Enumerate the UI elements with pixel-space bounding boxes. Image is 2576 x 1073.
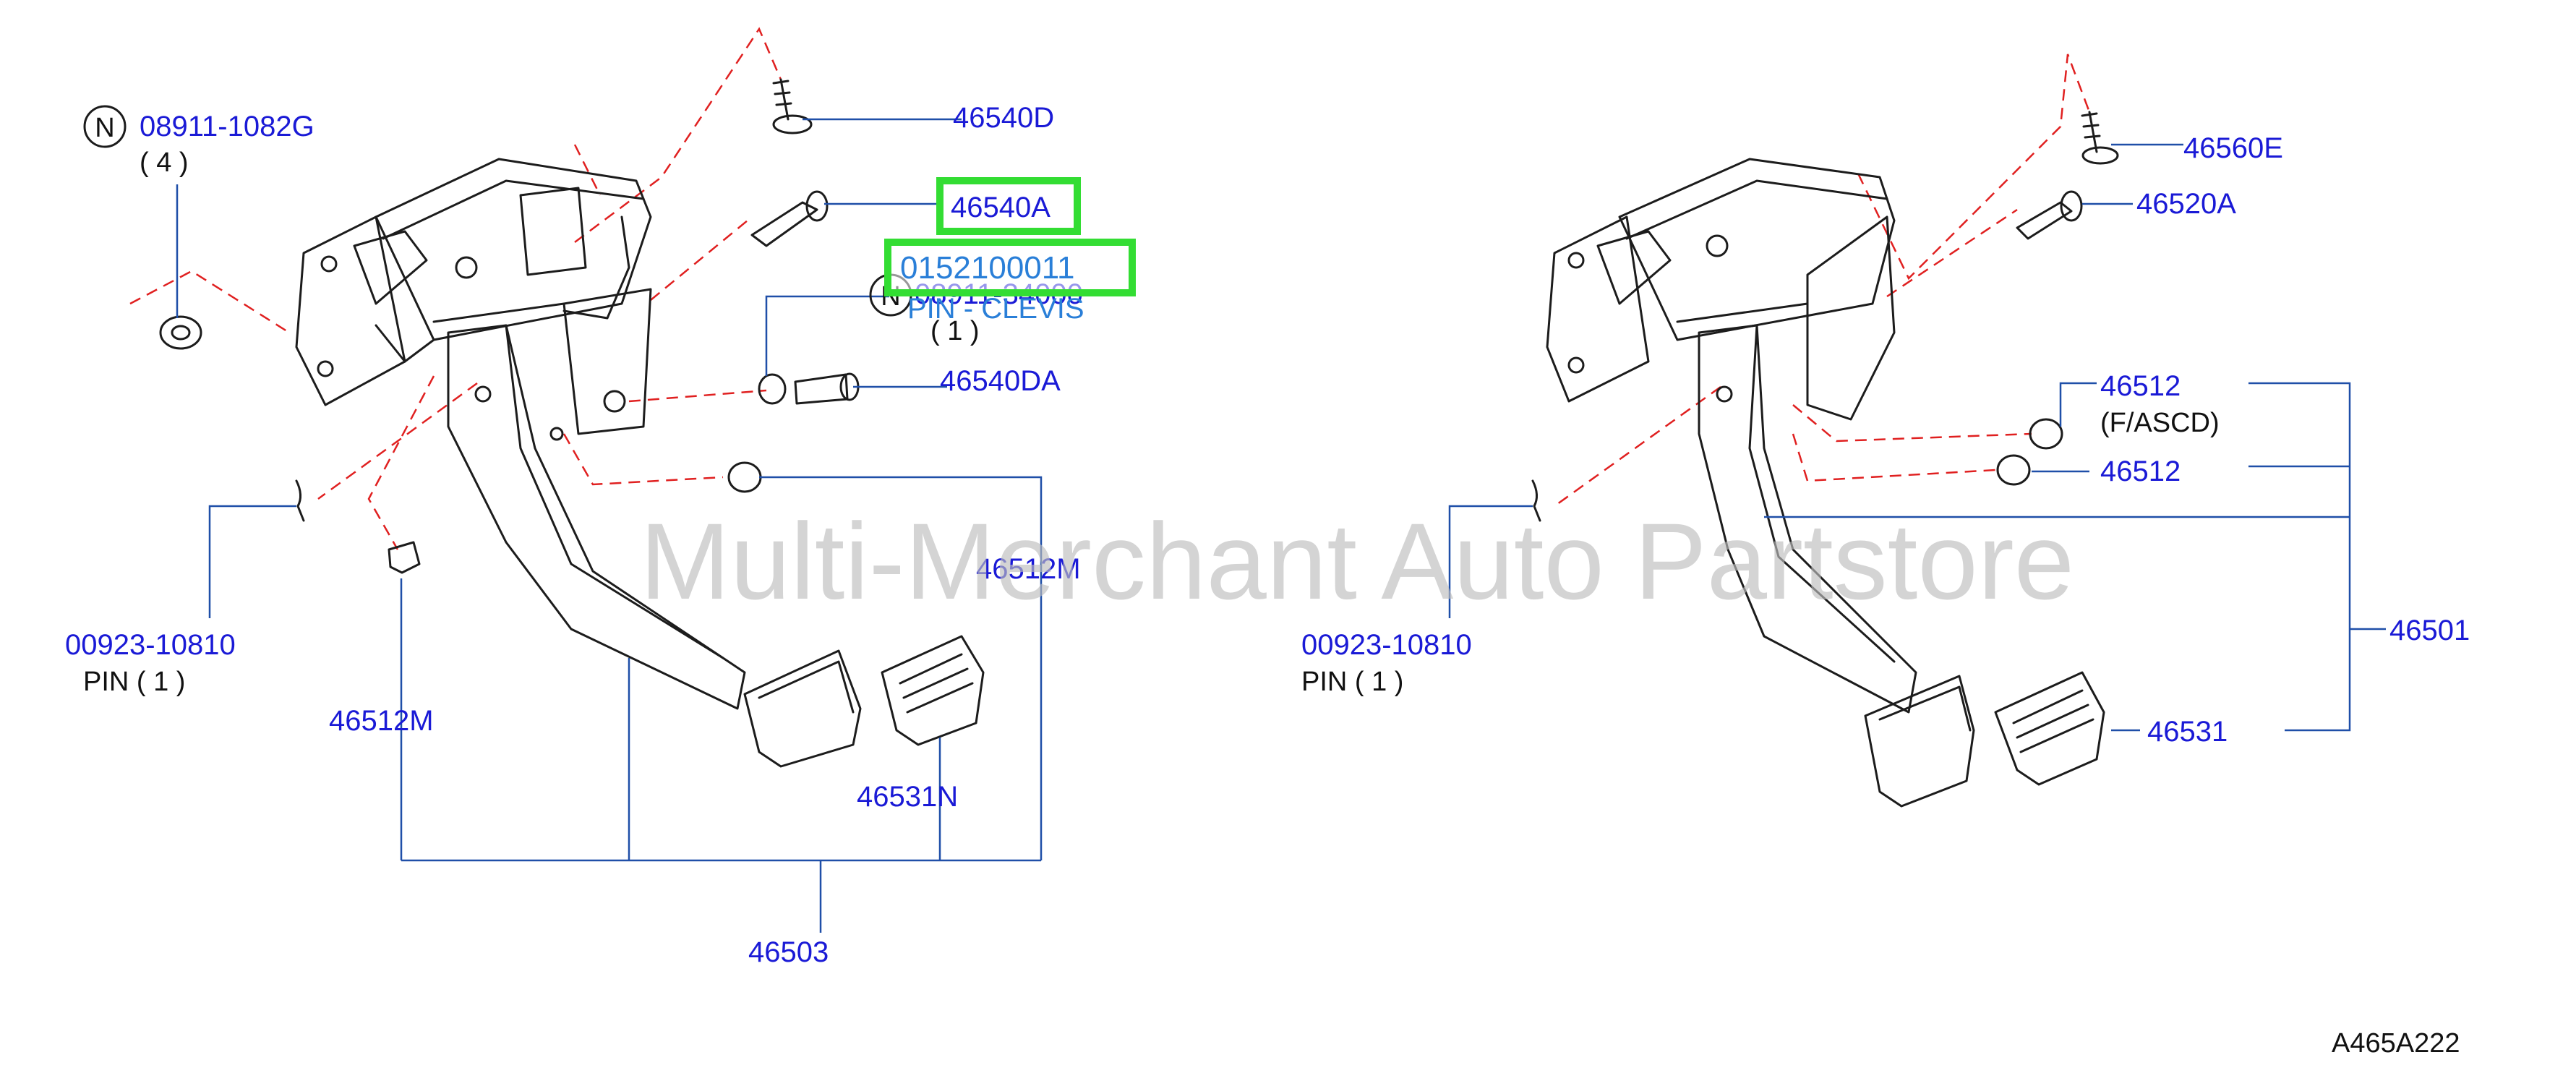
part-desc-pin-clevis: PIN - CLEVIS xyxy=(907,293,1084,325)
part-46531N[interactable]: 46531N xyxy=(857,781,958,813)
watermark-text: Multi-Merchant Auto Partstore xyxy=(640,500,2074,622)
left-stopper-clip xyxy=(727,461,762,493)
right-cotter-pin xyxy=(1531,479,1541,522)
part-46512-stopper[interactable]: 46512 xyxy=(2100,456,2181,487)
part-00923-10810-left[interactable]: 00923-10810 xyxy=(65,629,236,661)
diagram-code: A465A222 xyxy=(2332,1028,2460,1059)
part-qty-4: ( 4 ) xyxy=(140,148,189,178)
left-pedal-pad-clutch xyxy=(881,635,985,746)
right-pedal-pad-brake xyxy=(1864,675,1975,808)
right-switch-clip xyxy=(2029,418,2063,450)
part-46531[interactable]: 46531 xyxy=(2147,716,2228,748)
left-n-marker-text: N xyxy=(95,113,114,143)
part-46501[interactable]: 46501 xyxy=(2389,615,2470,646)
left-top-bolt xyxy=(772,78,813,134)
right-pedal-pad-clutch xyxy=(1994,671,2105,786)
highlight-box-0152100011[interactable]: 0152100011 xyxy=(884,239,1136,296)
right-install-lines xyxy=(1554,54,2091,508)
part-qty-1: ( 1 ) xyxy=(930,316,980,346)
right-leader-lines xyxy=(1448,143,2386,732)
left-pedal-pad-brake xyxy=(743,649,862,768)
right-pedal-assembly: 46560E 46520A 46512 (F/ASCD) 46512 46501… xyxy=(1301,54,2470,808)
left-flange-nut xyxy=(159,315,202,350)
pin-qty-right: PIN ( 1 ) xyxy=(1301,667,1403,697)
left-install-lines xyxy=(129,27,782,550)
left-brake-pedal-arm xyxy=(447,324,746,710)
part-46540A[interactable]: 46540A xyxy=(951,192,1050,223)
part-46512-switch[interactable]: 46512 xyxy=(2100,370,2181,402)
part-08911-1082G[interactable]: 08911-1082G xyxy=(140,111,314,142)
part-46512M-left[interactable]: 46512M xyxy=(329,705,434,737)
right-pedal-bracket xyxy=(1546,158,1896,421)
left-pin-bolt xyxy=(750,190,829,247)
left-leader-lines xyxy=(176,118,1043,933)
part-46560E[interactable]: 46560E xyxy=(2183,132,2283,164)
left-n-marker xyxy=(83,105,127,148)
part-46540DA[interactable]: 46540DA xyxy=(940,365,1061,397)
left-clevis-bolt xyxy=(794,372,860,405)
left-lower-clip xyxy=(388,541,421,574)
left-pedal-assembly: N 08911-1082G ( 4 ) 46540D 46540A N 0891… xyxy=(65,27,1136,968)
right-top-bolt xyxy=(2081,111,2119,165)
pin-qty-left: PIN ( 1 ) xyxy=(83,667,185,697)
left-clevis-nut xyxy=(758,373,787,405)
highlight-box-46540A[interactable]: 46540A xyxy=(936,177,1081,235)
part-46520A[interactable]: 46520A xyxy=(2136,188,2236,220)
switch-note-fascd: (F/ASCD) xyxy=(2100,408,2220,438)
part-46512M-right[interactable]: 46512M xyxy=(976,553,1081,585)
left-cotter-pin xyxy=(295,479,305,522)
right-pedal-arm xyxy=(1698,324,1917,714)
part-46540D[interactable]: 46540D xyxy=(953,102,1054,134)
right-pin-bolt xyxy=(2016,190,2083,240)
part-46503[interactable]: 46503 xyxy=(748,936,829,968)
part-0152100011[interactable]: 0152100011 xyxy=(900,250,1074,286)
left-pedal-bracket xyxy=(295,158,652,435)
part-00923-10810-right[interactable]: 00923-10810 xyxy=(1301,629,1472,661)
right-stopper-clip xyxy=(1996,454,2031,486)
